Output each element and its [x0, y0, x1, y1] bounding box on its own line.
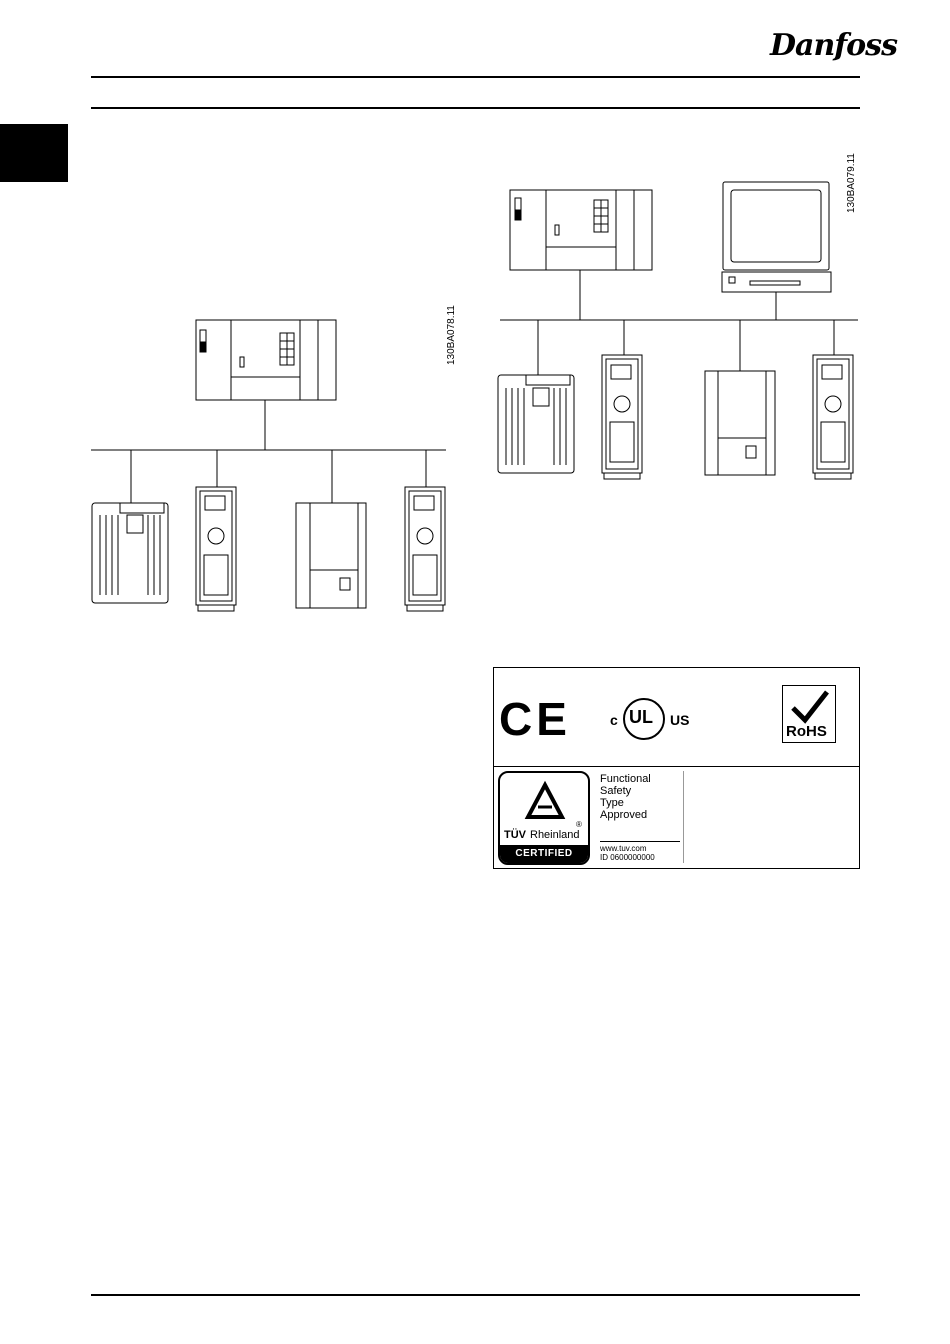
tuv-line1: Functional — [600, 773, 651, 785]
rohs-mark: RoHS — [782, 685, 836, 743]
network-diagram-right — [0, 0, 950, 700]
tuv-line4: Approved — [600, 809, 647, 821]
certification-box: CE c UL US RoHS ® TÜV Rheinland CERTIFIE… — [493, 667, 860, 869]
tuv-line3: Type — [600, 797, 624, 809]
cert-divider — [494, 766, 859, 767]
tuv-triangle-icon — [526, 783, 564, 819]
tuv-line2: Safety — [600, 785, 631, 797]
plc-controller-right — [510, 190, 652, 270]
tuv-id: ID 0600000000 — [600, 853, 655, 863]
tuv-text-panel: Functional Safety Type Approved www.tuv.… — [597, 771, 684, 863]
ul-mark: c UL US — [610, 696, 700, 742]
footer-rule — [91, 1294, 860, 1296]
tuv-badge: ® TÜV Rheinland CERTIFIED — [498, 771, 590, 865]
checkmark-icon — [791, 690, 829, 722]
pc-computer — [722, 182, 831, 292]
ce-mark: CE — [499, 696, 571, 742]
